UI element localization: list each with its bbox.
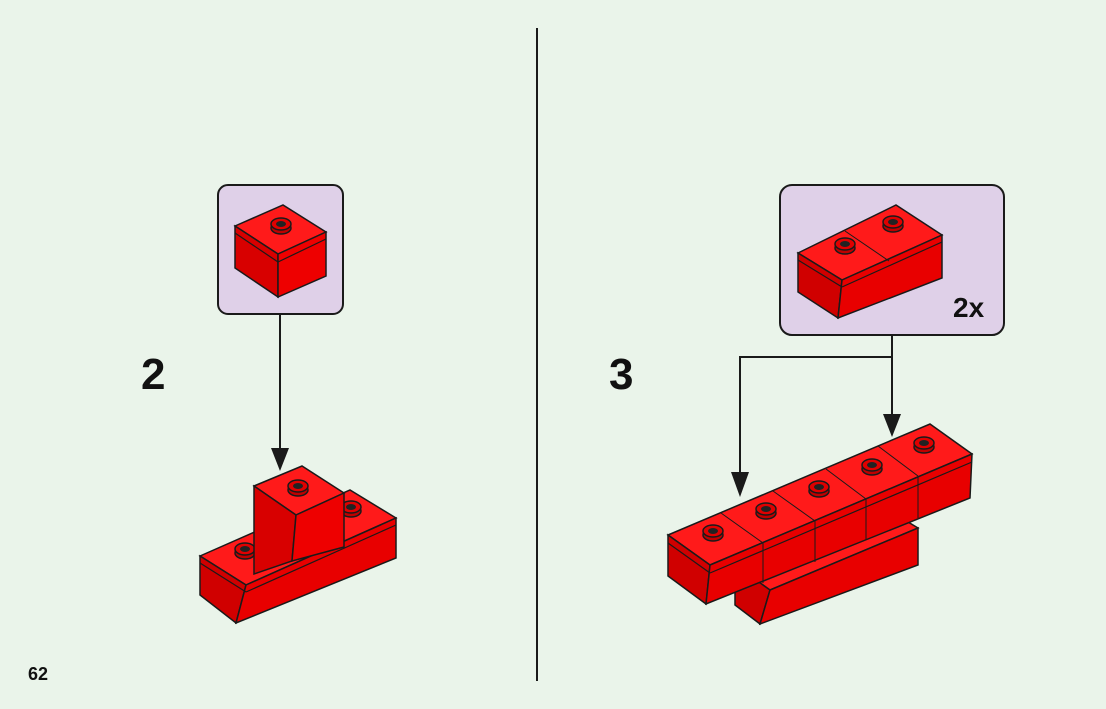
step-3-arrows: [731, 335, 901, 497]
brick-1x2-icon: [796, 204, 944, 320]
step-3-quantity: 2x: [953, 292, 985, 323]
step-2-parts-callout: [217, 184, 344, 315]
brick-1x1-icon: [233, 204, 328, 299]
step-3-model: [666, 423, 974, 626]
step-2-arrow: [271, 314, 289, 471]
step-2-model: [198, 465, 398, 625]
step-3-parts-callout: [779, 184, 1005, 336]
step-3-number: 3: [609, 350, 634, 399]
page-number: 62: [28, 664, 49, 684]
step-divider: [536, 28, 538, 681]
step-2-number: 2: [141, 350, 166, 399]
